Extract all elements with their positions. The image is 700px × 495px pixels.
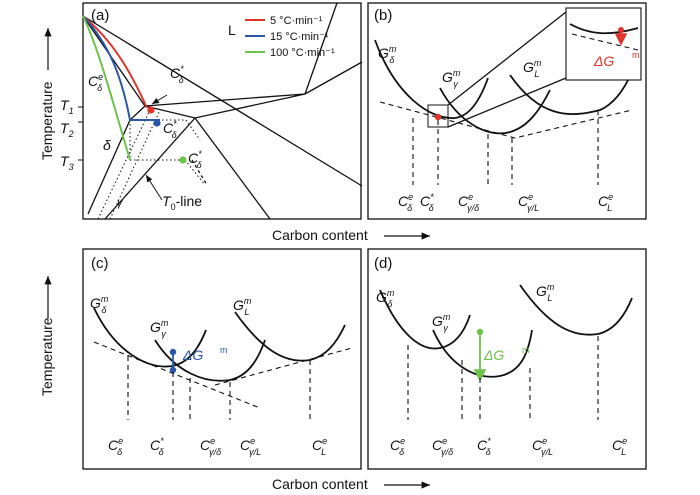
d-Cstar-delta: C*δ <box>477 436 492 457</box>
svg-text:m: m <box>522 345 530 355</box>
delta-label: δ <box>103 137 111 153</box>
T0-line-label: T0-line <box>162 193 202 212</box>
legend-100: 100 °C·min⁻¹ <box>270 47 335 59</box>
marker-red <box>147 106 155 114</box>
x-axis-label-top: Carbon content <box>272 227 368 243</box>
inset-dG: ΔG <box>593 53 614 69</box>
y-axis-top: Temperature <box>39 28 55 160</box>
d-G-gamma <box>432 329 533 378</box>
G-L-curve <box>509 71 633 115</box>
zoom-box <box>427 104 449 128</box>
y-axis-bottom: Temperature <box>39 276 55 396</box>
gamma-boundary <box>104 117 196 220</box>
panel-a: (a) L 5 °C·min⁻¹ 15 °C·min⁻¹ <box>60 2 363 220</box>
G-gamma-curve <box>439 87 551 135</box>
tangent-lines <box>379 101 633 139</box>
c-Cstar-delta: C*δ <box>150 436 165 457</box>
x-axis-top: Carbon content <box>272 227 430 243</box>
legend: L 5 °C·min⁻¹ 15 °C·min⁻¹ 100 °C·min⁻¹ <box>228 15 335 59</box>
d-G-L <box>519 284 633 336</box>
x-axis-label-bottom: Carbon content <box>272 476 368 492</box>
x-axis-bottom: Carbon content <box>272 476 430 492</box>
c-G-gamma <box>154 339 266 382</box>
panel-c-label: (c) <box>91 255 109 272</box>
y-axis-label-top: Temperature <box>39 81 55 160</box>
G-delta-curve <box>374 39 489 119</box>
d-dG: ΔG <box>483 347 504 363</box>
marker-blue <box>153 119 161 127</box>
c-dG: ΔG <box>182 347 203 363</box>
svg-text:m: m <box>632 50 640 60</box>
panel-d-label: (d) <box>374 255 392 272</box>
liquidus-line <box>82 15 363 187</box>
legend-5: 5 °C·min⁻¹ <box>270 15 323 27</box>
legend-15: 15 °C·min⁻¹ <box>270 31 329 43</box>
gamma-label: γ <box>117 197 124 209</box>
d-G-delta <box>379 289 471 350</box>
b-Cstar-delta: C*δ <box>420 192 435 213</box>
peritectic-line <box>144 93 306 119</box>
path-5C <box>82 15 148 109</box>
c-G-L <box>234 311 346 362</box>
panel-a-label: (a) <box>91 7 109 24</box>
path-100C <box>82 15 131 161</box>
T3-label: T3 <box>60 153 74 172</box>
path-15C <box>82 15 160 121</box>
panel-b-label: (b) <box>374 7 392 24</box>
inset-box <box>565 7 642 81</box>
svg-text:m: m <box>220 345 228 355</box>
C-star-1: C*δ <box>170 64 185 85</box>
label-L: L <box>228 22 236 38</box>
y-axis-label-bottom: Temperature <box>39 317 55 396</box>
T1-label: T1 <box>60 97 74 116</box>
T2-label: T2 <box>60 120 74 139</box>
C-star-3: C*δ <box>188 149 203 170</box>
C-star-2: C*δ <box>163 119 178 140</box>
marker-green <box>179 156 187 164</box>
c-G-delta <box>93 307 207 368</box>
